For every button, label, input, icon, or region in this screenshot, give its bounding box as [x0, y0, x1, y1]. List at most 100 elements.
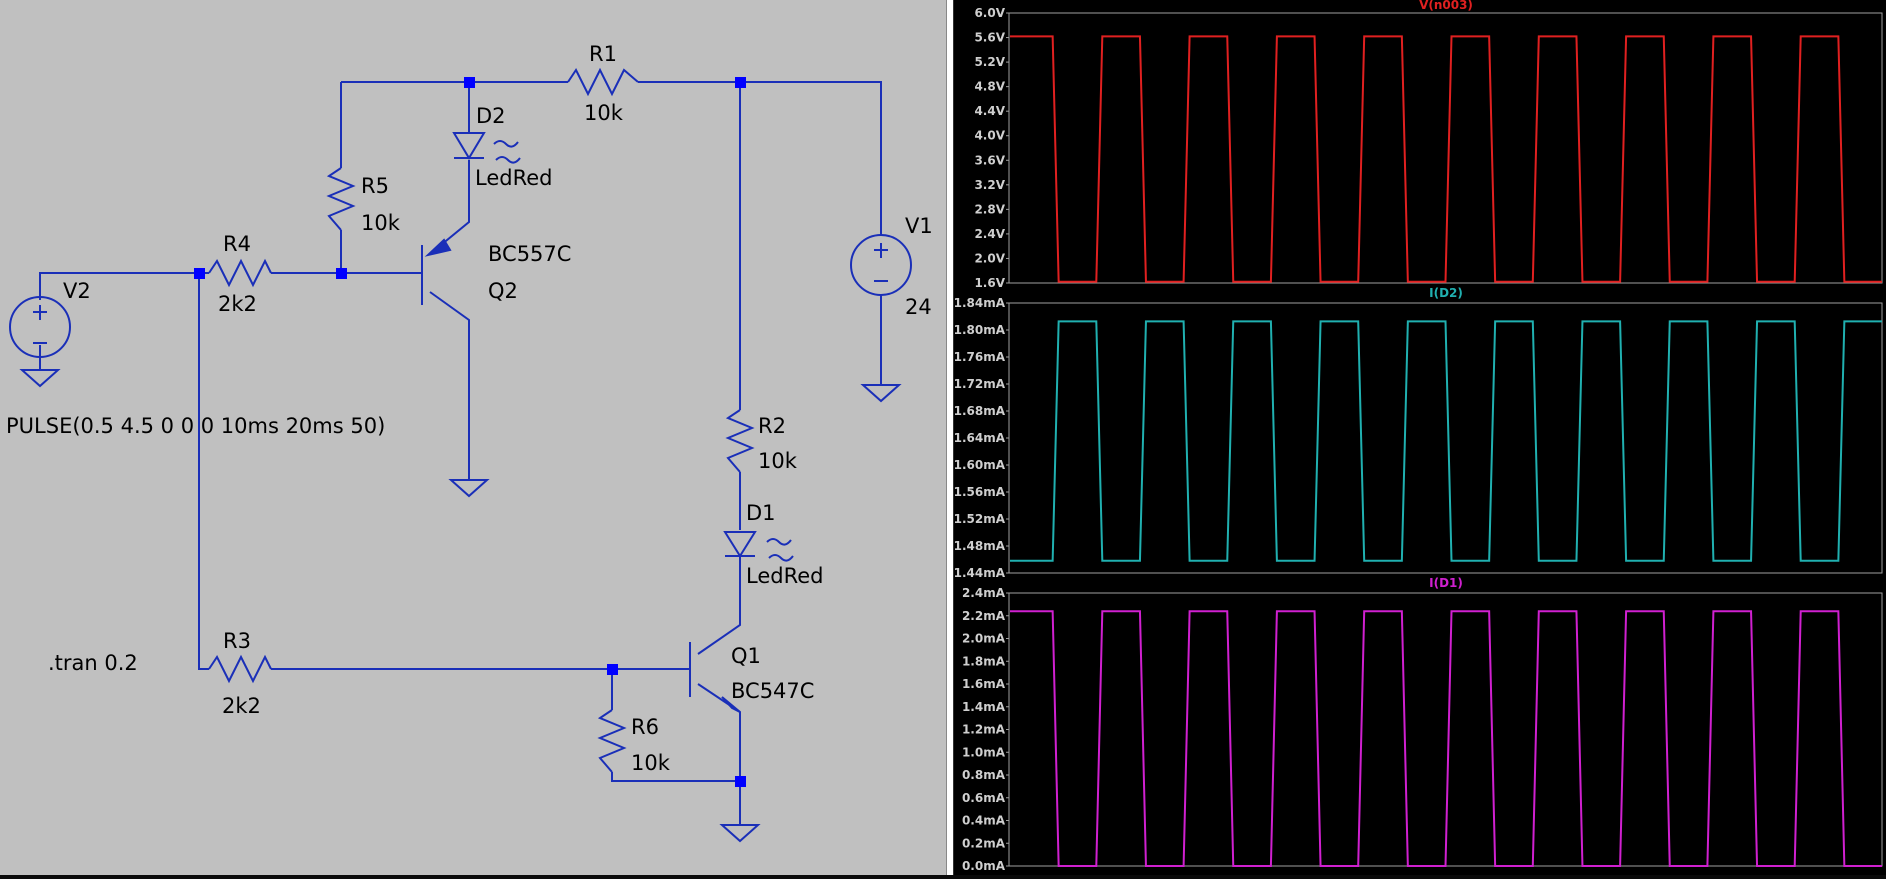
y-tick-label: 1.6V — [974, 276, 1005, 290]
junction — [735, 77, 746, 88]
junction — [464, 77, 475, 88]
schematic-editor[interactable]: R1 10k D2 LedRed R5 10k BC557C Q2 R4 2k2… — [0, 0, 946, 875]
r6-value[interactable]: 10k — [631, 751, 671, 775]
y-tick-label: 0.2mA — [962, 836, 1006, 850]
r6-body — [597, 709, 627, 773]
trace-vn003[interactable] — [1010, 35, 1882, 283]
y-tick-label: 4.4V — [974, 104, 1005, 118]
ground-icon — [719, 824, 761, 843]
y-tick-label: 3.6V — [974, 153, 1005, 167]
r2-label[interactable]: R2 — [758, 414, 786, 438]
q2-value[interactable]: BC557C — [488, 242, 571, 266]
y-tick-label: 2.2mA — [962, 609, 1006, 623]
v1-label[interactable]: V1 — [905, 214, 933, 238]
trace-id2[interactable] — [1010, 320, 1882, 562]
ground-icon — [448, 479, 490, 498]
wire — [341, 245, 470, 480]
v1-value[interactable]: 24 — [905, 295, 932, 319]
waveform-viewer[interactable]: V(n003) I(D2) I(D1) 6.0V 5.6V 5.2V 4.8V 4.4V… — [954, 0, 1886, 875]
y-tick-label: 2.4mA — [962, 586, 1006, 600]
y-tick-label: 2.0V — [974, 251, 1005, 265]
d1-label[interactable]: D1 — [746, 501, 776, 525]
y-tick-label: 1.76mA — [954, 350, 1006, 364]
r5-body — [326, 167, 356, 231]
d1-value[interactable]: LedRed — [746, 564, 823, 588]
y-tick-label: 5.2V — [974, 55, 1005, 69]
wire — [198, 273, 691, 697]
plot-title-id2[interactable]: I(D2) — [1429, 286, 1463, 300]
q1-label[interactable]: Q1 — [731, 644, 761, 668]
y-tick-label: 1.68mA — [954, 404, 1006, 418]
y-tick-label: 0.0mA — [962, 859, 1006, 873]
y-tick-label: 1.52mA — [954, 512, 1006, 526]
wire — [341, 81, 882, 235]
y-tick-label: 1.0mA — [962, 745, 1006, 759]
v1-source-icon — [850, 234, 912, 296]
r1-label[interactable]: R1 — [589, 42, 617, 66]
spice-directive[interactable]: .tran 0.2 — [48, 651, 138, 675]
plot-title-vn003[interactable]: V(n003) — [1419, 0, 1473, 12]
q2-label[interactable]: Q2 — [488, 279, 518, 303]
ground-icon — [19, 369, 61, 388]
y-tick-label: 1.80mA — [954, 323, 1006, 337]
v2-label[interactable]: V2 — [63, 279, 91, 303]
r4-value[interactable]: 2k2 — [218, 292, 257, 316]
junction — [607, 664, 618, 675]
v2-source-icon — [9, 296, 71, 358]
ground-icon — [860, 384, 902, 403]
y-tick-label: 1.56mA — [954, 485, 1006, 499]
waveform-canvas[interactable]: V(n003) I(D2) I(D1) 6.0V 5.6V 5.2V 4.8V 4.4V… — [954, 0, 1886, 875]
r5-value[interactable]: 10k — [361, 211, 401, 235]
trace-id1[interactable] — [1010, 610, 1882, 867]
r2-body — [725, 409, 755, 473]
r6-label[interactable]: R6 — [631, 715, 659, 739]
y-tick-label: 1.72mA — [954, 377, 1006, 391]
y-tick-label: 4.8V — [974, 80, 1005, 94]
d1-light-icon — [766, 538, 794, 562]
d2-value[interactable]: LedRed — [475, 166, 552, 190]
y-tick-label: 0.6mA — [962, 791, 1006, 805]
d2-label[interactable]: D2 — [476, 104, 506, 128]
y-tick-label: 5.6V — [974, 31, 1005, 45]
y-tick-label: 1.84mA — [954, 296, 1006, 310]
plot-title-id1[interactable]: I(D1) — [1429, 576, 1463, 590]
y-tick-label: 0.8mA — [962, 768, 1006, 782]
q1-emitter-arrow — [721, 696, 741, 713]
r3-value[interactable]: 2k2 — [222, 694, 261, 718]
y-tick-label: 1.4mA — [962, 700, 1006, 714]
y-tick-label: 2.4V — [974, 227, 1005, 241]
y-tick-label: 2.0mA — [962, 632, 1006, 646]
y-tick-label: 3.2V — [974, 178, 1005, 192]
junction — [735, 776, 746, 787]
y-tick-label: 1.64mA — [954, 431, 1006, 445]
r4-body — [208, 258, 272, 288]
y-tick-label: 2.8V — [974, 202, 1005, 216]
q1-value[interactable]: BC547C — [731, 679, 814, 703]
r1-body — [567, 67, 639, 97]
pane-splitter[interactable] — [946, 0, 954, 875]
y-tick-label: 6.0V — [974, 6, 1005, 20]
d2-body — [452, 132, 486, 160]
plot-pane-vn003 — [1008, 12, 1883, 284]
r3-label[interactable]: R3 — [223, 629, 251, 653]
y-tick-label: 1.8mA — [962, 654, 1006, 668]
r1-value[interactable]: 10k — [584, 101, 624, 125]
q2-emitter-arrow — [424, 238, 452, 257]
y-tick-label: 1.2mA — [962, 723, 1006, 737]
junction — [336, 268, 347, 279]
v2-value[interactable]: PULSE(0.5 4.5 0 0 0 10ms 20ms 50) — [6, 414, 385, 438]
y-tick-label: 4.0V — [974, 129, 1005, 143]
r4-label[interactable]: R4 — [223, 232, 251, 256]
y-tick-label: 1.48mA — [954, 539, 1006, 553]
y-tick-label: 1.6mA — [962, 677, 1006, 691]
r3-body — [208, 654, 272, 684]
d1-body — [723, 531, 757, 558]
r5-label[interactable]: R5 — [361, 174, 389, 198]
y-tick-label: 1.60mA — [954, 458, 1006, 472]
junction — [194, 268, 205, 279]
y-tick-label: 0.4mA — [962, 814, 1006, 828]
r2-value[interactable]: 10k — [758, 449, 798, 473]
d2-light-icon — [493, 140, 521, 164]
schematic-canvas[interactable]: R1 10k D2 LedRed R5 10k BC557C Q2 R4 2k2… — [0, 0, 946, 875]
wire — [611, 669, 740, 782]
